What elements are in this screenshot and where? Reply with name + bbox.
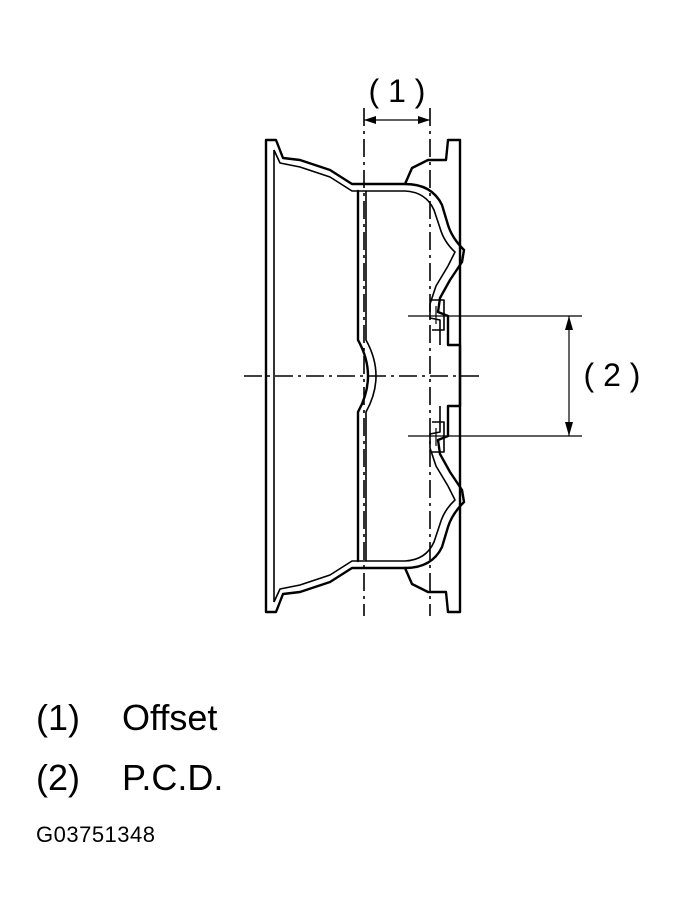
hub-bolt-detail <box>432 299 445 453</box>
pcd-callout-label: ( 2 ) <box>584 357 641 393</box>
offset-callout-label: ( 1 ) <box>369 73 426 109</box>
legend-text: Offset <box>122 697 218 738</box>
offset-dimension <box>364 116 430 124</box>
legend-key: (2) <box>36 757 80 798</box>
figure-id: G03751348 <box>36 822 156 847</box>
legend-item-pcd: (2) P.C.D. <box>36 758 223 798</box>
legend-key: (1) <box>36 697 80 738</box>
pcd-dimension <box>408 315 582 437</box>
wheel-disc-profile <box>403 182 466 570</box>
legend-item-offset: (1) Offset <box>36 698 217 738</box>
centre-lines <box>244 108 480 616</box>
legend-text: P.C.D. <box>122 757 224 798</box>
rim-outer-profile <box>264 138 462 614</box>
rim-inner-profile <box>273 149 405 603</box>
